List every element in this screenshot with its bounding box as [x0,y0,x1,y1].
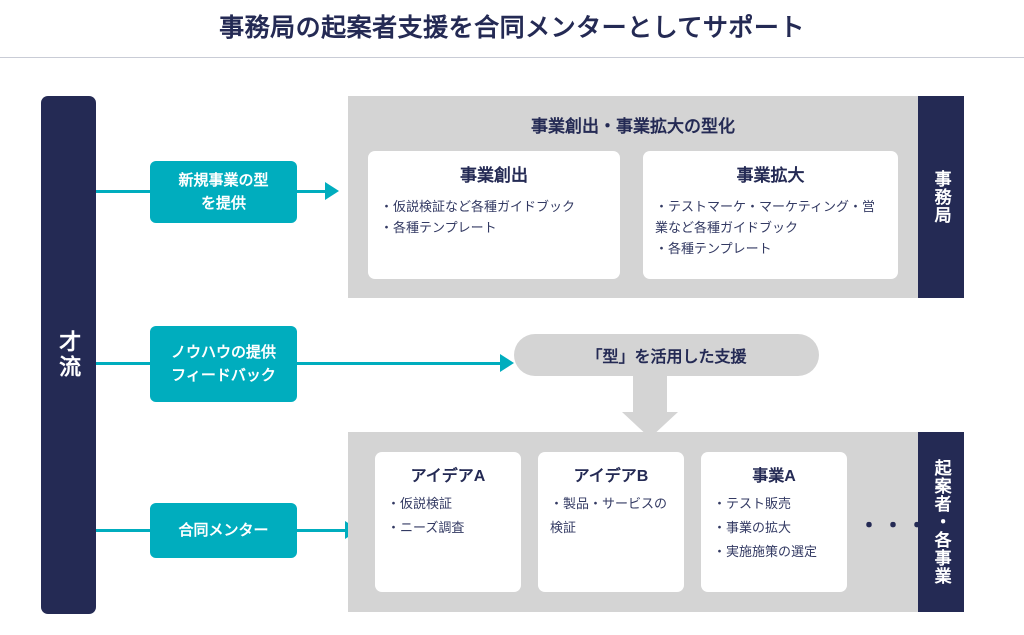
card-bullet: ・各種テンプレート [380,220,497,236]
card-bullet: ・ニーズ調査 [387,520,465,536]
action-box-1-label: 新規事業の型 を提供 [178,171,269,212]
side-label-proposers-businesses-text: 起案者・各事業 [931,459,951,585]
top-panel-title: 事業創出・事業拡大の型化 [531,117,735,136]
action-box-knowhow-feedback[interactable]: ノウハウの提供 フィードバック [150,326,297,402]
arrow-right-icon-to-pill [500,354,514,372]
page-title: 事務局の起案者支援を合同メンターとしてサポート [219,14,805,42]
card-bullet: ・テストマーケ・マーケティング・営業など各種ガイドブック [655,199,875,236]
connector-line-brand-to-action-2 [96,362,153,365]
connector-line-action-3-to-bottom-panel [296,529,348,532]
action-box-new-business-model[interactable]: 新規事業の型 を提供 [150,161,297,223]
card-title: 事業A [752,468,796,485]
card-business-expansion[interactable]: 事業拡大 ・テストマーケ・マーケティング・営業など各種ガイドブック ・各種テンプ… [643,151,898,279]
card-idea-b[interactable]: アイデアB ・製品・サービスの検証 [538,452,684,592]
action-box-3-label: 合同メンター [178,521,269,539]
card-bullet: ・仮説検証 [387,496,453,511]
brand-bar-sairu: 才流 [41,96,96,614]
arrow-down-icon-shaft [633,376,667,412]
card-bullet: ・各種テンプレート [655,241,772,257]
ellipsis-more-items: ・・・ [858,513,931,538]
connector-line-action-2-to-pill [296,362,508,365]
card-bullet: ・仮説検証など各種ガイドブック [380,199,576,214]
connector-line-brand-to-action-1 [96,190,153,193]
card-bullet: ・製品・サービスの検証 [550,496,668,536]
card-idea-a[interactable]: アイデアA ・仮説検証 ・ニーズ調査 [375,452,521,592]
card-title: 事業拡大 [736,166,805,185]
card-business-creation[interactable]: 事業創出 ・仮説検証など各種ガイドブック ・各種テンプレート [368,151,620,279]
card-bullet: ・事業の拡大 [713,520,792,536]
connector-line-brand-to-action-3 [96,529,153,532]
side-label-proposers-businesses: 起案者・各事業 [918,432,964,612]
pill-label: 「型」を活用した支援 [586,349,747,366]
side-label-secretariat-text: 事務局 [931,170,951,224]
card-title: アイデアB [573,468,649,485]
side-label-secretariat: 事務局 [918,96,964,298]
card-bullet: ・実施施策の選定 [713,544,818,560]
header-divider [0,57,1024,58]
card-title: アイデアA [410,468,486,485]
action-box-joint-mentor[interactable]: 合同メンター [150,503,297,558]
card-bullet: ・テスト販売 [713,496,792,511]
card-business-a[interactable]: 事業A ・テスト販売 ・事業の拡大 ・実施施策の選定 [701,452,847,592]
connector-line-action-1-to-top-panel [296,190,331,193]
pill-support-using-model: 「型」を活用した支援 [514,334,819,376]
action-box-2-label: ノウハウの提供 フィードバック [170,343,276,384]
arrow-right-icon-to-top-panel [325,182,339,200]
brand-bar-label: 才流 [56,330,82,380]
card-title: 事業創出 [460,166,528,185]
